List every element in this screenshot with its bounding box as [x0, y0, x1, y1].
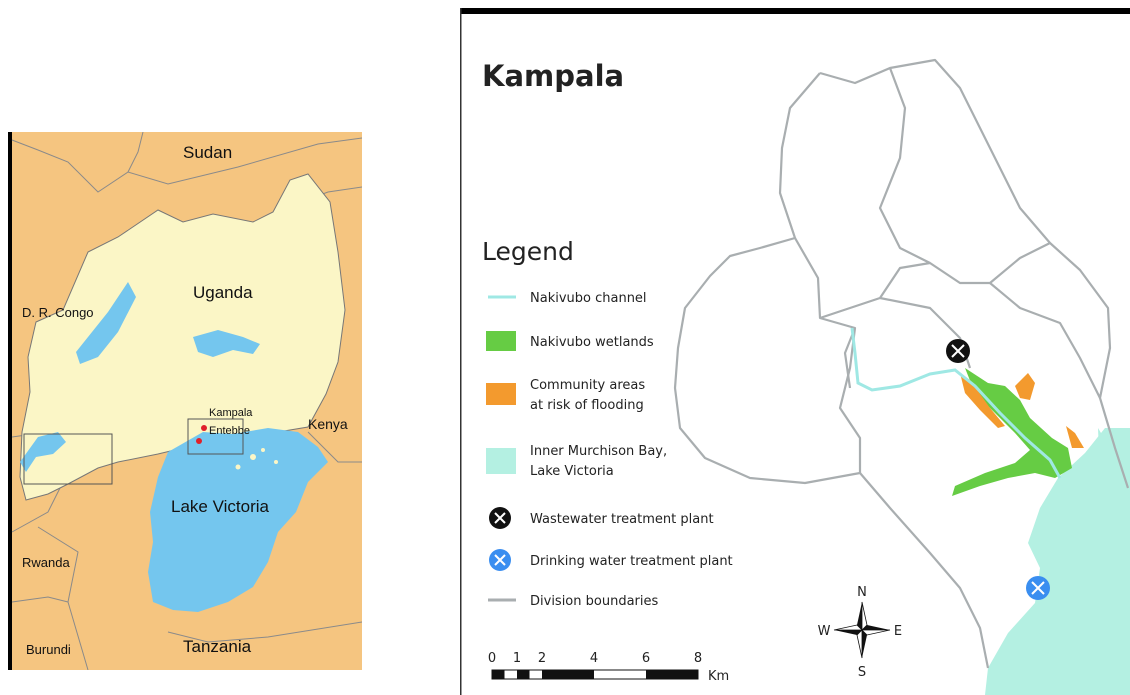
wastewater-plant-marker	[946, 339, 970, 363]
wastewater-plant-icon	[489, 507, 511, 529]
lake-islands	[235, 448, 278, 470]
compass-south-label: S	[858, 665, 866, 680]
overview-map: Sudan Uganda D. R. Congo Kenya Kampala E…	[8, 132, 362, 670]
entebbe-marker	[196, 438, 202, 444]
label-sudan: Sudan	[183, 143, 232, 162]
label-kenya: Kenya	[308, 416, 348, 432]
nakivubo-channel	[850, 327, 1062, 479]
kampala-map: Kampala Legend Nakivubo channel Nakivubo…	[460, 8, 1130, 695]
legend-item-label: Inner Murchison Bay,	[530, 444, 667, 459]
kampala-marker	[201, 425, 207, 431]
compass-north-label: N	[857, 585, 867, 600]
uganda-country	[19, 173, 346, 501]
legend-wetlands-swatch	[486, 331, 516, 351]
lake-victoria	[148, 428, 328, 612]
kampala-map-panel: Kampala Legend Nakivubo channel Nakivubo…	[460, 8, 1130, 695]
legend-item-label-line2: at risk of flooding	[530, 398, 644, 413]
label-tanzania: Tanzania	[183, 637, 252, 656]
study-area-box-west	[23, 433, 113, 485]
map-frame-edge	[8, 132, 12, 670]
lake-kyoga	[193, 330, 260, 357]
label-entebbe: Entebbe	[209, 425, 250, 437]
legend-item-label: Nakivubo wetlands	[530, 335, 654, 350]
legend-item-label: Wastewater treatment plant	[530, 512, 714, 527]
scale-tick-label: 2	[538, 651, 546, 666]
legend-item-label: Nakivubo channel	[530, 291, 647, 306]
scale-tick-label: 6	[642, 651, 650, 666]
lake-edward	[20, 432, 66, 472]
legend-flood-swatch	[486, 383, 516, 405]
scale-unit-label: Km	[708, 669, 729, 684]
division-boundaries	[673, 58, 1130, 669]
map-background	[460, 8, 1130, 695]
drinking-water-plant-marker	[1026, 576, 1050, 600]
scale-tick-label: 0	[488, 651, 496, 666]
compass-rose: N E S W	[818, 585, 903, 680]
overview-map-panel: Sudan Uganda D. R. Congo Kenya Kampala E…	[8, 132, 362, 670]
map-legend: Legend Nakivubo channel Nakivubo wetland…	[482, 237, 733, 609]
map-frame-top	[460, 8, 1130, 14]
legend-item-label: Division boundaries	[530, 594, 658, 609]
bay-inlet	[1098, 428, 1118, 513]
scale-tick-label: 4	[590, 651, 598, 666]
legend-item-label: Community areas	[530, 378, 645, 393]
scale-tick-label: 1	[513, 651, 521, 666]
legend-bay-swatch	[486, 448, 516, 474]
scale-tick-label: 8	[694, 651, 702, 666]
label-drc: D. R. Congo	[22, 305, 94, 320]
map-title: Kampala	[482, 59, 624, 93]
legend-heading: Legend	[482, 237, 574, 266]
study-area-box-kampala	[187, 418, 244, 455]
compass-east-label: E	[894, 624, 902, 639]
label-lake-victoria: Lake Victoria	[171, 497, 270, 516]
inner-murchison-bay	[985, 428, 1130, 695]
map-frame-left	[460, 8, 462, 695]
scale-bar: 0 1 2 4 6 8 Km	[488, 651, 729, 684]
label-uganda: Uganda	[193, 283, 253, 302]
legend-item-label-line2: Lake Victoria	[530, 464, 614, 479]
legend-item-label: Drinking water treatment plant	[530, 554, 733, 569]
compass-west-label: W	[818, 624, 831, 639]
lake-albert	[76, 282, 136, 364]
drinking-water-plant-icon	[489, 549, 511, 571]
flood-risk-areas	[960, 373, 1084, 448]
label-rwanda: Rwanda	[22, 555, 70, 570]
label-burundi: Burundi	[26, 642, 71, 657]
label-kampala: Kampala	[209, 407, 253, 419]
